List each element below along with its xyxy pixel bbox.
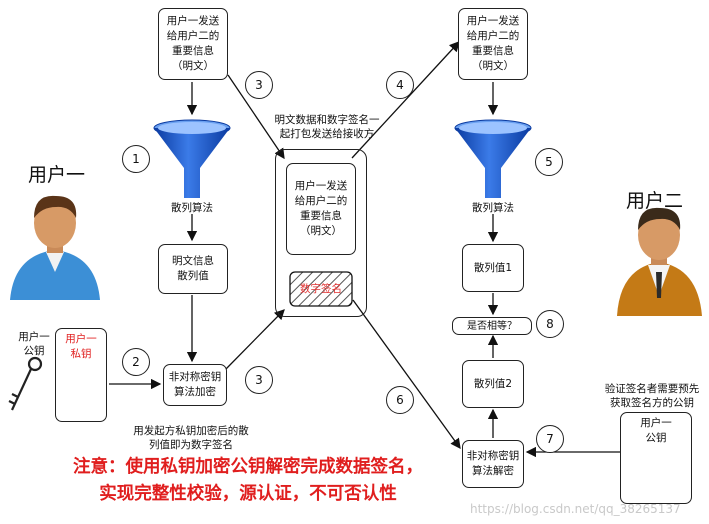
step-2: 2 xyxy=(122,348,150,376)
signature-hatch xyxy=(289,271,353,307)
step-3-bottom: 3 xyxy=(245,366,273,394)
hash2-box: 散列值2 xyxy=(462,360,524,408)
private-key-box: 用户一 私钥 xyxy=(55,328,107,422)
bundle-container xyxy=(275,149,367,317)
step-1: 1 xyxy=(122,145,150,173)
step-7: 7 xyxy=(536,425,564,453)
note-text: 注意：使用私钥加密公钥解密完成数据签名， 实现完整性校验，源认证，不可否认性 xyxy=(73,457,423,504)
left-hash-label: 散列算法 xyxy=(171,202,213,214)
user-two-label: 用户二 xyxy=(626,190,684,212)
arrow-sig-to-decrypt xyxy=(352,299,461,450)
signature-label: 数字签名 xyxy=(300,283,342,295)
verify-caption: 验证签名者需要预先 获取签名方的公钥 xyxy=(604,383,700,409)
step-5: 5 xyxy=(535,148,563,176)
user-one-label: 用户一 xyxy=(28,164,86,186)
bundle-message-box: 用户一发送 给用户二的 重要信息 （明文） xyxy=(286,163,356,255)
arrow-sig-to-bundle xyxy=(224,309,285,371)
encrypt-caption: 用发起方私钥加密后的散 列值即为数字签名 xyxy=(133,425,249,451)
left-message-box: 用户一发送 给用户二的 重要信息 （明文） xyxy=(158,8,228,80)
step-8: 8 xyxy=(536,310,564,338)
funnel-icon-left xyxy=(153,119,231,198)
right-public-key-box: 用户一 公钥 xyxy=(620,412,692,504)
encrypt-box: 非对称密钥 算法加密 xyxy=(163,364,227,406)
compare-box: 是否相等？ xyxy=(452,317,532,335)
arrow-msg-to-bundle xyxy=(227,74,285,160)
watermark: https://blog.csdn.net/qq_38265137 xyxy=(470,502,681,516)
left-public-key-label: 用户一 公钥 xyxy=(18,331,50,357)
step-6: 6 xyxy=(386,386,414,414)
user-one-avatar xyxy=(10,195,100,300)
left-digest-box: 明文信息 散列值 xyxy=(158,244,228,294)
user-two-avatar xyxy=(617,207,702,316)
right-message-box: 用户一发送 给用户二的 重要信息 （明文） xyxy=(458,8,528,80)
right-hash-label: 散列算法 xyxy=(472,202,514,214)
bundle-caption: 明文数据和数字签名一 起打包发送给接收方 xyxy=(274,114,380,140)
public-key-icon-left xyxy=(8,356,43,411)
decrypt-box: 非对称密钥 算法解密 xyxy=(462,440,524,488)
step-3-top: 3 xyxy=(245,71,273,99)
hash1-box: 散列值1 xyxy=(462,244,524,292)
funnel-icon-right xyxy=(454,119,532,198)
step-4: 4 xyxy=(386,71,414,99)
arrow-bundle-to-msg-right xyxy=(351,41,460,159)
